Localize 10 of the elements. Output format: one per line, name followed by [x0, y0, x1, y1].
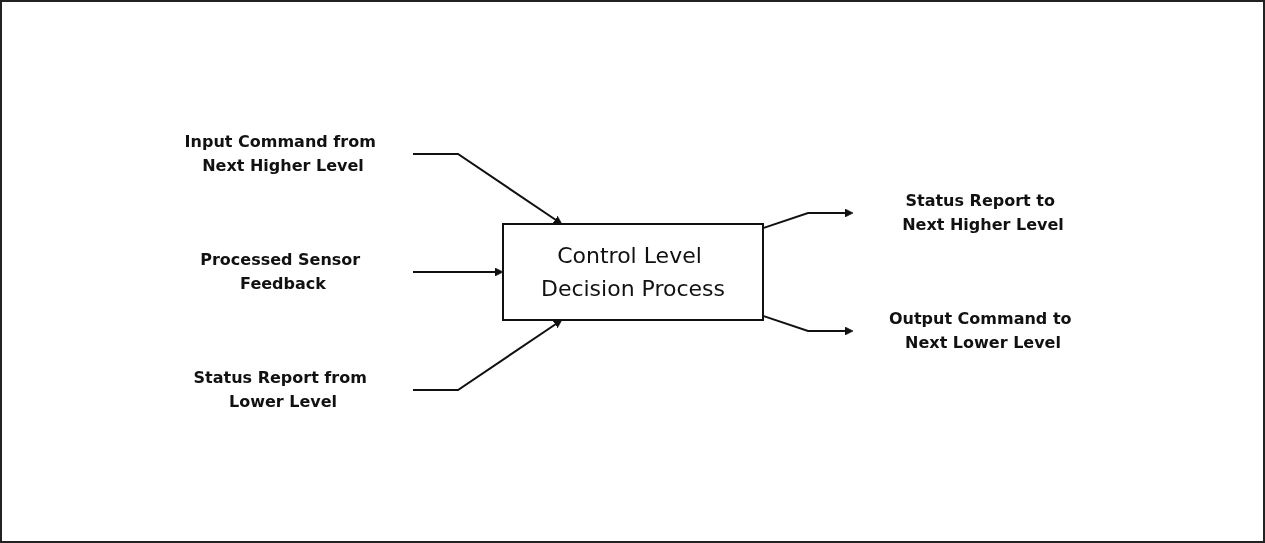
node-text: Status Report to Next Higher Level	[901, 190, 1064, 234]
arrow	[761, 314, 853, 335]
node-box: Control Level Decision Process	[501, 222, 764, 321]
arrow	[411, 267, 503, 276]
node-text: Processed Sensor Feedback	[199, 249, 360, 293]
arrow	[411, 319, 562, 391]
node-text: Input Command from Next Higher Level	[184, 131, 376, 175]
node-text: Status Report from Lower Level	[193, 367, 367, 411]
arrow	[411, 152, 562, 224]
node-text: Output Command to Next Lower Level	[888, 308, 1072, 352]
